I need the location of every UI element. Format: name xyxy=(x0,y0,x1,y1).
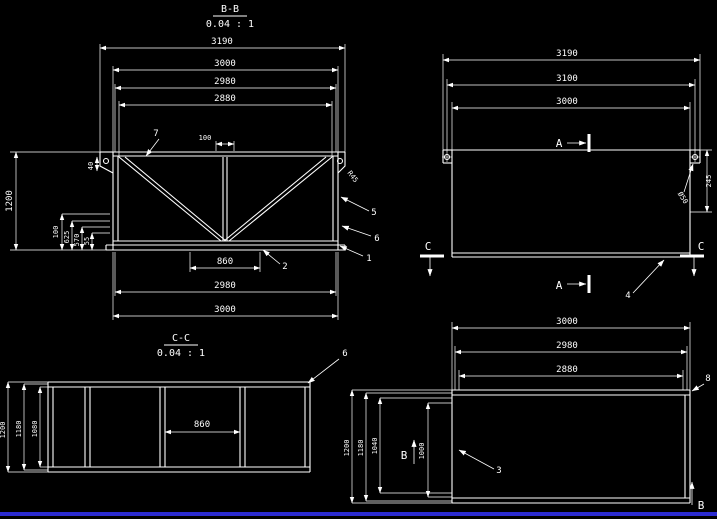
side-dim-2880: 2880 xyxy=(556,365,578,375)
bb-label-1: 1 xyxy=(366,254,371,264)
side-body xyxy=(451,389,691,504)
bb-dim-2980-bottom: 2980 xyxy=(214,281,236,291)
plan-section-c-right: C xyxy=(698,240,705,253)
bb-dim-1200: 1200 xyxy=(5,190,15,212)
bb-dim-625: 625 xyxy=(63,231,71,244)
bb-dim-40: 40 xyxy=(87,162,95,170)
cc-dim-1180: 1180 xyxy=(15,421,23,438)
plan-section-a-marks xyxy=(567,134,591,293)
plan-dim-3100: 3100 xyxy=(556,74,578,84)
plan-section-a-top: A xyxy=(556,137,563,150)
side-left-dimensions xyxy=(349,389,452,504)
plan-dim-3000: 3000 xyxy=(556,97,578,107)
bb-dim-3190: 3190 xyxy=(211,37,233,47)
side-section-b-right: B xyxy=(698,499,705,512)
cc-body xyxy=(47,381,311,473)
side-dim-3000: 3000 xyxy=(556,317,578,327)
side-dim-1180: 1180 xyxy=(357,440,365,457)
plan-section-c-left: C xyxy=(425,240,432,253)
cc-part-leader xyxy=(307,358,340,384)
bb-label-2: 2 xyxy=(282,262,287,272)
bb-dim-860: 860 xyxy=(217,257,233,267)
status-bar xyxy=(0,512,717,516)
plan-label-4: 4 xyxy=(625,291,630,301)
side-top-dimensions xyxy=(451,322,691,390)
plan-section-a-bottom: A xyxy=(556,279,563,292)
bb-dim-55: 55 xyxy=(83,237,91,245)
bb-dim-2880: 2880 xyxy=(214,94,236,104)
bb-dim-2980: 2980 xyxy=(214,77,236,87)
side-label-3: 3 xyxy=(496,466,501,476)
cc-dim-1080: 1080 xyxy=(31,421,39,438)
bb-left-lug-hole xyxy=(102,157,110,165)
cc-label-6: 6 xyxy=(342,349,347,359)
side-dim-1000: 1000 xyxy=(418,443,426,460)
side-section-b-marks xyxy=(411,439,695,505)
side-dim-2980: 2980 xyxy=(556,341,578,351)
plan-dim-3190: 3190 xyxy=(556,49,578,59)
bb-title: B-B xyxy=(221,4,239,15)
side-dim-1040: 1040 xyxy=(371,438,379,455)
cc-dim-1200: 1200 xyxy=(0,422,7,439)
bb-left-dimensions xyxy=(10,151,113,251)
bb-truss-frame xyxy=(99,151,346,251)
bb-dim-3000-bottom: 3000 xyxy=(214,305,236,315)
side-dim-1200: 1200 xyxy=(343,440,351,457)
cc-dim-860: 860 xyxy=(194,420,210,430)
plan-dim-245: 245 xyxy=(705,175,713,188)
bb-scale: 0.04 : 1 xyxy=(206,19,254,30)
section-bb-title: B-B 0.04 : 1 xyxy=(206,4,254,30)
side-label-8: 8 xyxy=(705,374,710,384)
section-cc-title: C-C 0.04 : 1 xyxy=(157,333,205,359)
bb-dim-left-100: 100 xyxy=(52,226,60,239)
bb-label-5: 5 xyxy=(371,208,376,218)
bb-label-6: 6 xyxy=(374,234,379,244)
plan-right-dimension xyxy=(683,149,712,213)
bb-dim-100: 100 xyxy=(199,134,212,142)
bb-bottom-dimensions xyxy=(112,252,339,320)
cc-title: C-C xyxy=(172,333,190,344)
side-part-leaders xyxy=(458,383,705,470)
cc-dimensions xyxy=(5,381,241,473)
side-section-b-left: B xyxy=(401,449,408,462)
bb-top-dimensions xyxy=(99,44,346,157)
bb-dim-3000: 3000 xyxy=(214,59,236,69)
plan-top-dimensions xyxy=(442,54,701,152)
bb-label-7: 7 xyxy=(153,129,158,139)
cc-scale: 0.04 : 1 xyxy=(157,348,205,359)
plan-section-c-marks xyxy=(420,254,704,277)
bb-right-lug-hole xyxy=(336,157,344,165)
bb-part-leaders xyxy=(145,138,372,265)
plan-part-leader xyxy=(632,259,665,294)
bb-dim-570: 570 xyxy=(73,234,81,247)
